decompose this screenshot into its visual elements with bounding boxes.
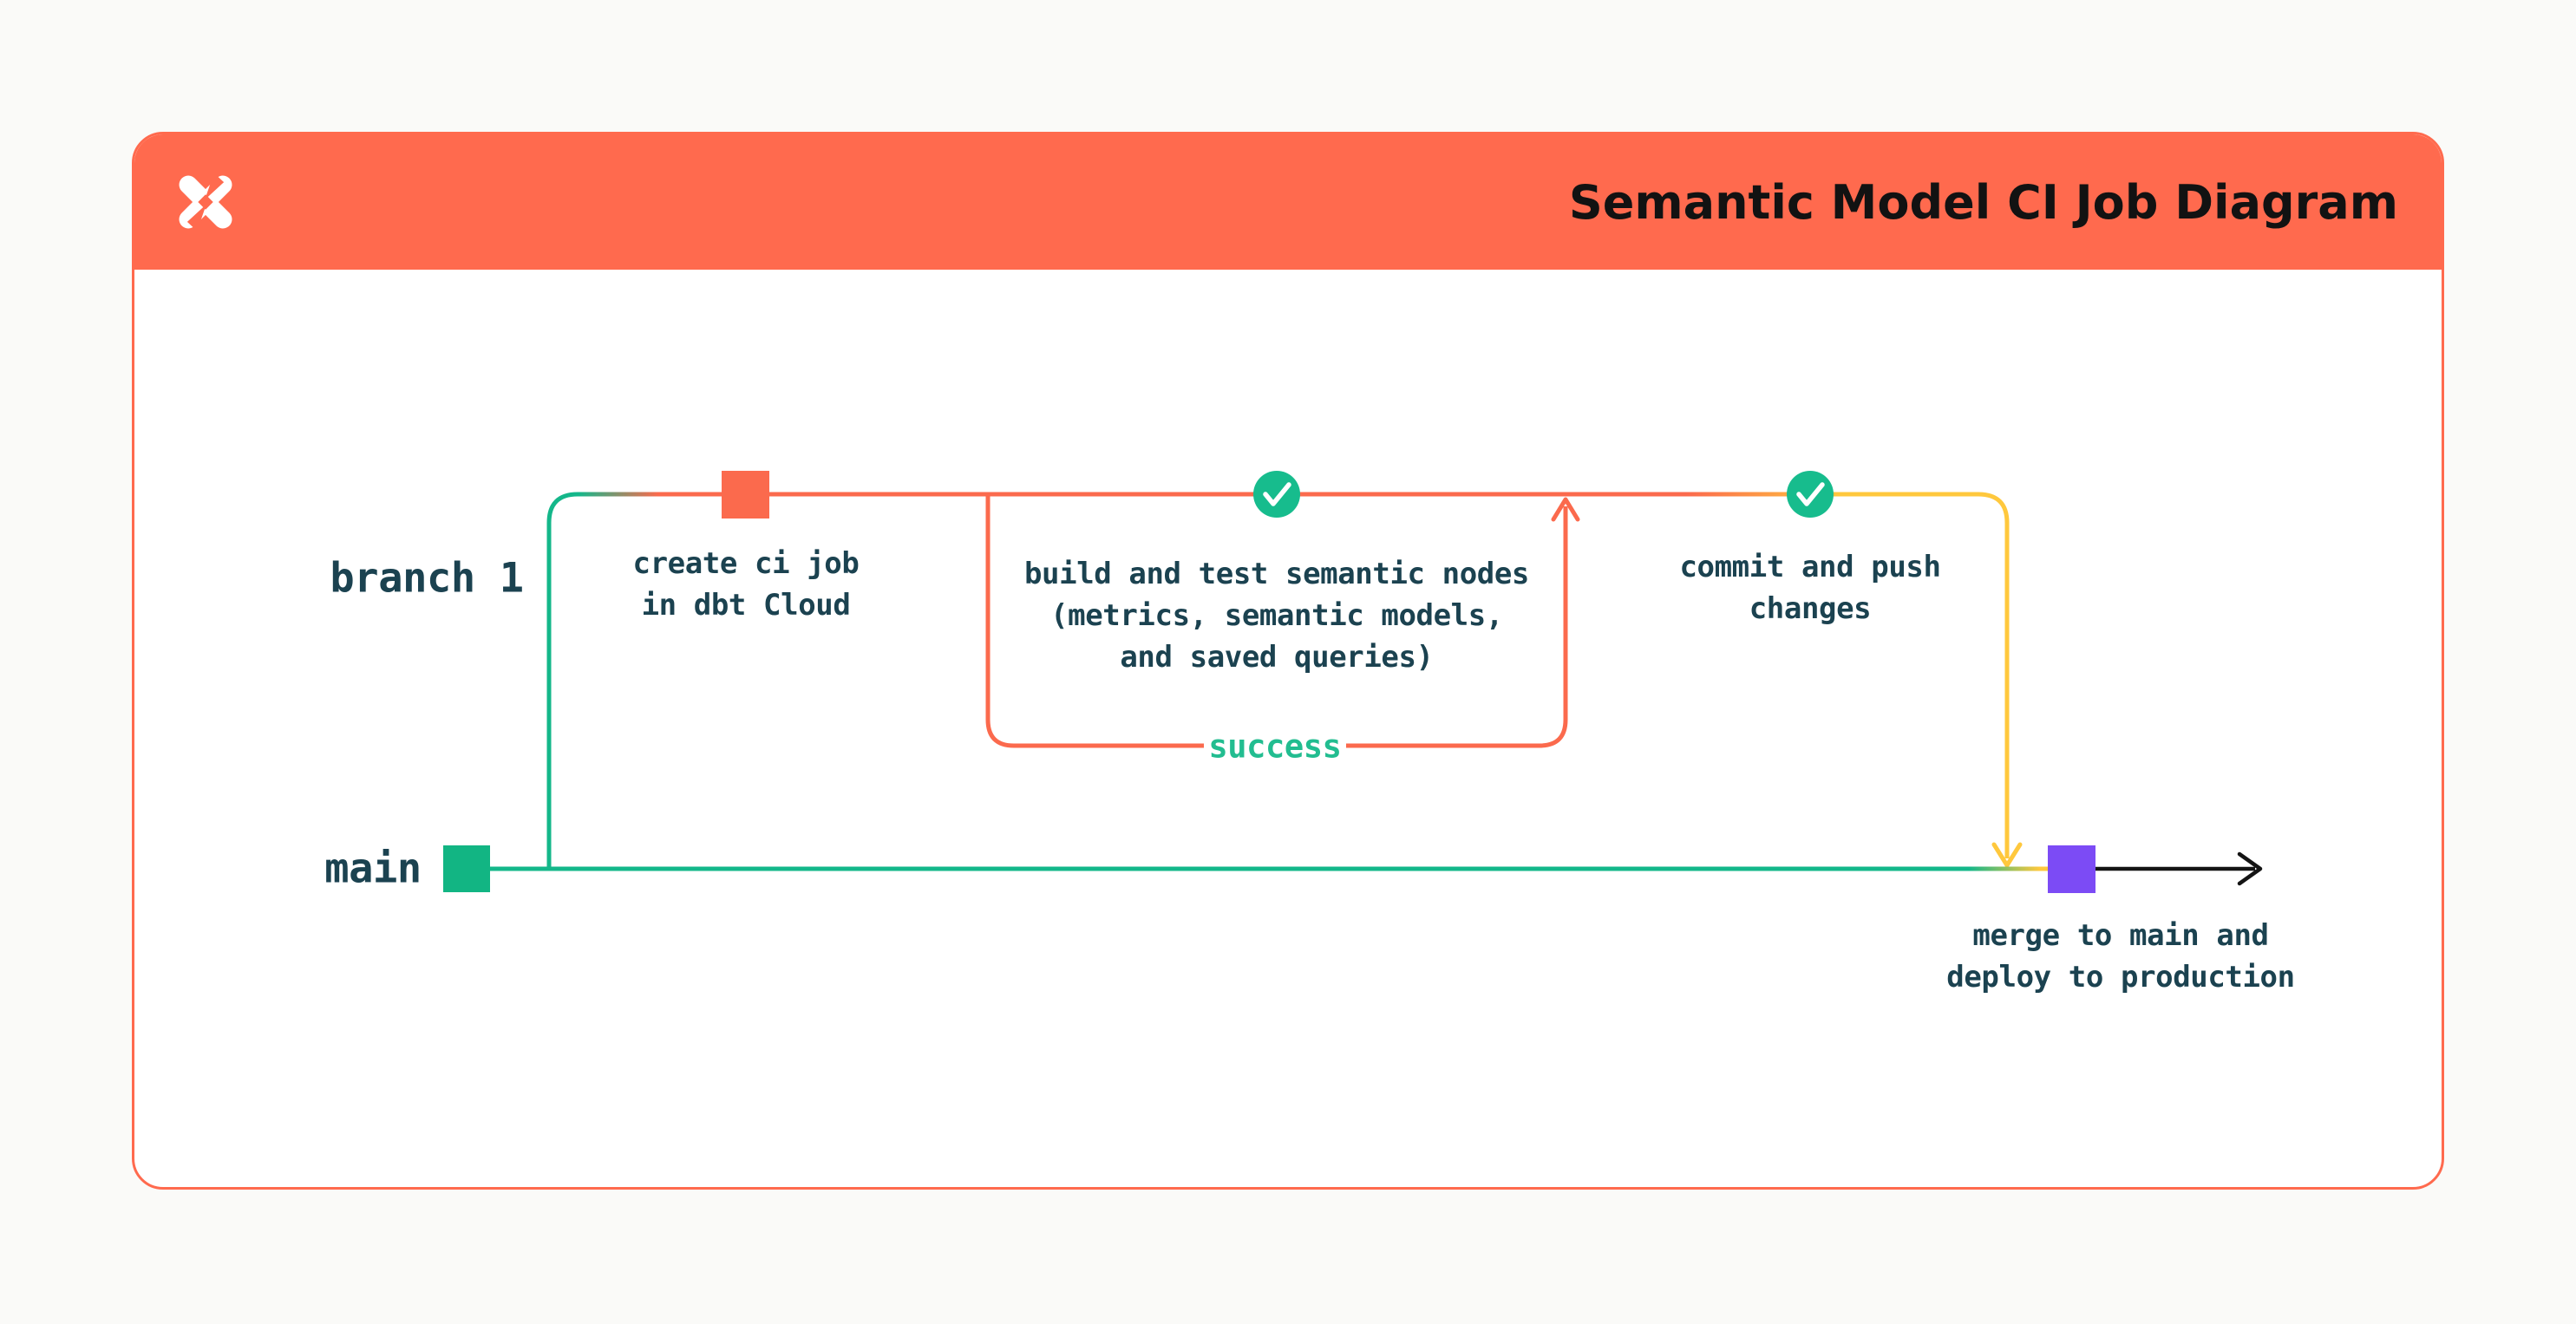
page-title: Semantic Model CI Job Diagram — [1568, 174, 2398, 230]
card-header: Semantic Model CI Job Diagram — [134, 134, 2442, 270]
diagram-card: Semantic Model CI Job Diagram — [132, 132, 2444, 1190]
dbt-logo-icon — [179, 173, 232, 232]
